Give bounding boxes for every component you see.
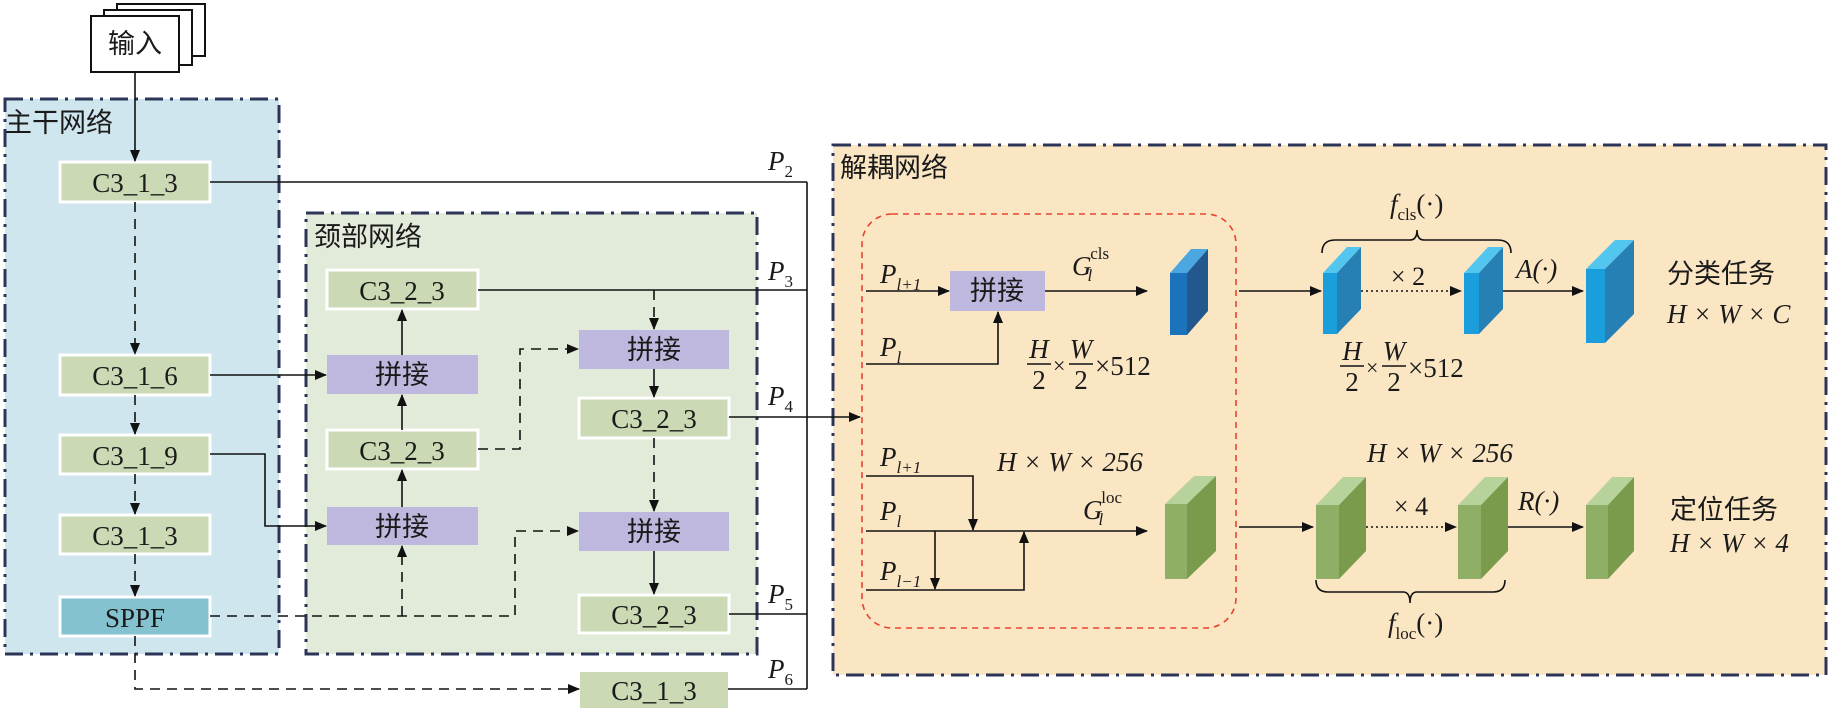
label-p-l-minus-1-loc: Pl−1 (879, 556, 921, 591)
block-c3-1-9: C3_1_9 (58, 433, 212, 476)
svg-text:2: 2 (1074, 365, 1088, 395)
cls-repeat-label: × 2 (1391, 262, 1425, 291)
svg-text:C3_2_3: C3_2_3 (359, 436, 445, 466)
output-labels: P2 P3 P4 P5 P6 (767, 146, 794, 689)
svg-text:2: 2 (1345, 367, 1359, 397)
label-p-l-loc: Pl (879, 496, 902, 531)
label-p4: P4 (767, 381, 794, 416)
label-p-l-plus-1-loc: Pl+1 (879, 442, 921, 477)
svg-text:H: H (1028, 334, 1050, 364)
svg-text:拼接: 拼接 (970, 276, 1024, 306)
block-c3-2-3-bottom: C3_2_3 (577, 593, 731, 635)
block-c3-2-3-mid: C3_2_3 (325, 428, 480, 471)
loc-task-label: 定位任务 (1670, 495, 1778, 525)
backbone-title: 主干网络 (5, 108, 113, 138)
block-concat-c: 拼接 (579, 330, 729, 369)
svg-text:W: W (1070, 334, 1095, 364)
block-c3-1-3-b: C3_1_3 (58, 513, 212, 556)
block-concat-d: 拼接 (579, 512, 729, 551)
cls-activation: A(·) (1514, 254, 1557, 284)
loc-task-shape: H × W × 4 (1669, 528, 1789, 558)
svg-text:C3_2_3: C3_2_3 (359, 276, 445, 306)
svg-text:C3_1_6: C3_1_6 (92, 361, 178, 391)
cls-brace (1321, 229, 1512, 254)
block-c3-2-3-right: C3_2_3 (577, 396, 731, 440)
block-concat-b: 拼接 (327, 507, 478, 545)
block-c3-1-6: C3_1_6 (58, 353, 212, 397)
block-concat-a: 拼接 (327, 355, 478, 394)
loc-activation: R(·) (1517, 486, 1559, 516)
svg-text:C3_1_3: C3_1_3 (611, 676, 697, 706)
loc-shape-label-a: H × W × 256 (996, 447, 1143, 477)
loc-head-cube-2 (1458, 477, 1508, 579)
block-sppf: SPPF (58, 595, 212, 638)
cls-output-cube (1586, 240, 1634, 343)
svg-text:C3_1_9: C3_1_9 (92, 441, 178, 471)
input-stack: 输入 (90, 3, 206, 73)
cls-head-cube-2 (1464, 247, 1503, 334)
svg-text:C3_2_3: C3_2_3 (611, 404, 697, 434)
svg-text:2: 2 (1387, 367, 1401, 397)
decouple-title: 解耦网络 (840, 153, 948, 183)
svg-text:拼接: 拼接 (375, 360, 429, 390)
svg-text:拼接: 拼接 (375, 512, 429, 542)
loc-brace (1315, 579, 1506, 604)
loc-fused-feature-cube (1165, 476, 1216, 579)
label-p-l: Pl (879, 332, 902, 367)
cls-head-cube-1 (1323, 247, 1361, 334)
loc-output-cube (1586, 477, 1634, 579)
neck-title: 颈部网络 (314, 222, 422, 252)
svg-text:H: H (1341, 336, 1363, 366)
svg-text:×512: ×512 (1408, 353, 1464, 383)
cls-shape-label-b: H 2 × W 2 ×512 (1340, 336, 1464, 397)
label-p3: P3 (767, 256, 793, 291)
cls-task-label: 分类任务 (1667, 259, 1775, 289)
svg-text:×: × (1053, 353, 1065, 378)
svg-text:C3_1_3: C3_1_3 (92, 521, 178, 551)
svg-text:C3_1_3: C3_1_3 (92, 168, 178, 198)
label-g-cls: Glcls (1072, 244, 1109, 285)
cls-head-func: fcls(·) (1390, 189, 1443, 224)
decouple-panel: 解耦网络 (831, 143, 1828, 677)
loc-repeat-label: × 4 (1394, 492, 1428, 521)
connections (130, 72, 861, 694)
svg-text:×512: ×512 (1095, 351, 1151, 381)
cls-task-shape: H × W × C (1666, 299, 1791, 329)
svg-text:拼接: 拼接 (627, 335, 681, 365)
svg-text:W: W (1383, 336, 1408, 366)
loc-head-cube-1 (1316, 477, 1366, 579)
loc-branch: Pl+1 Pl Pl−1 H × W × 256 Glloc × 4 H × W… (866, 438, 1789, 643)
block-c3-1-3-a: C3_1_3 (58, 160, 212, 204)
neck-blocks: C3_2_3 拼接 C3_2_3 拼接 拼接 C3_2_3 拼接 C3_2_3 (325, 268, 731, 635)
input-label: 输入 (108, 29, 162, 59)
label-p6: P6 (767, 654, 793, 689)
loc-shape-label-b: H × W × 256 (1366, 438, 1513, 468)
label-p2: P2 (767, 146, 793, 181)
cls-concat-block (950, 271, 1045, 311)
fusion-region (861, 213, 1237, 629)
svg-text:C3_2_3: C3_2_3 (611, 600, 697, 630)
label-p5: P5 (767, 579, 793, 614)
loc-head-func: floc(·) (1388, 608, 1443, 643)
label-g-loc: Glloc (1083, 488, 1122, 529)
backbone-blocks: C3_1_3 C3_1_6 C3_1_9 C3_1_3 SPPF (58, 160, 212, 638)
svg-text:SPPF: SPPF (105, 603, 165, 633)
block-c3-1-3-extra: C3_1_3 (580, 672, 728, 708)
cls-branch: Pl+1 Pl 拼接 Glcls H 2 × W 2 ×512 × 2 (866, 189, 1791, 397)
svg-text:×: × (1366, 355, 1378, 380)
svg-text:2: 2 (1032, 365, 1046, 395)
cls-shape-label-a: H 2 × W 2 ×512 (1027, 334, 1151, 395)
block-c3-2-3-top: C3_2_3 (325, 268, 480, 311)
cls-fused-feature-cube (1170, 249, 1208, 335)
label-p-l-plus-1: Pl+1 (879, 259, 921, 294)
svg-text:拼接: 拼接 (627, 517, 681, 547)
